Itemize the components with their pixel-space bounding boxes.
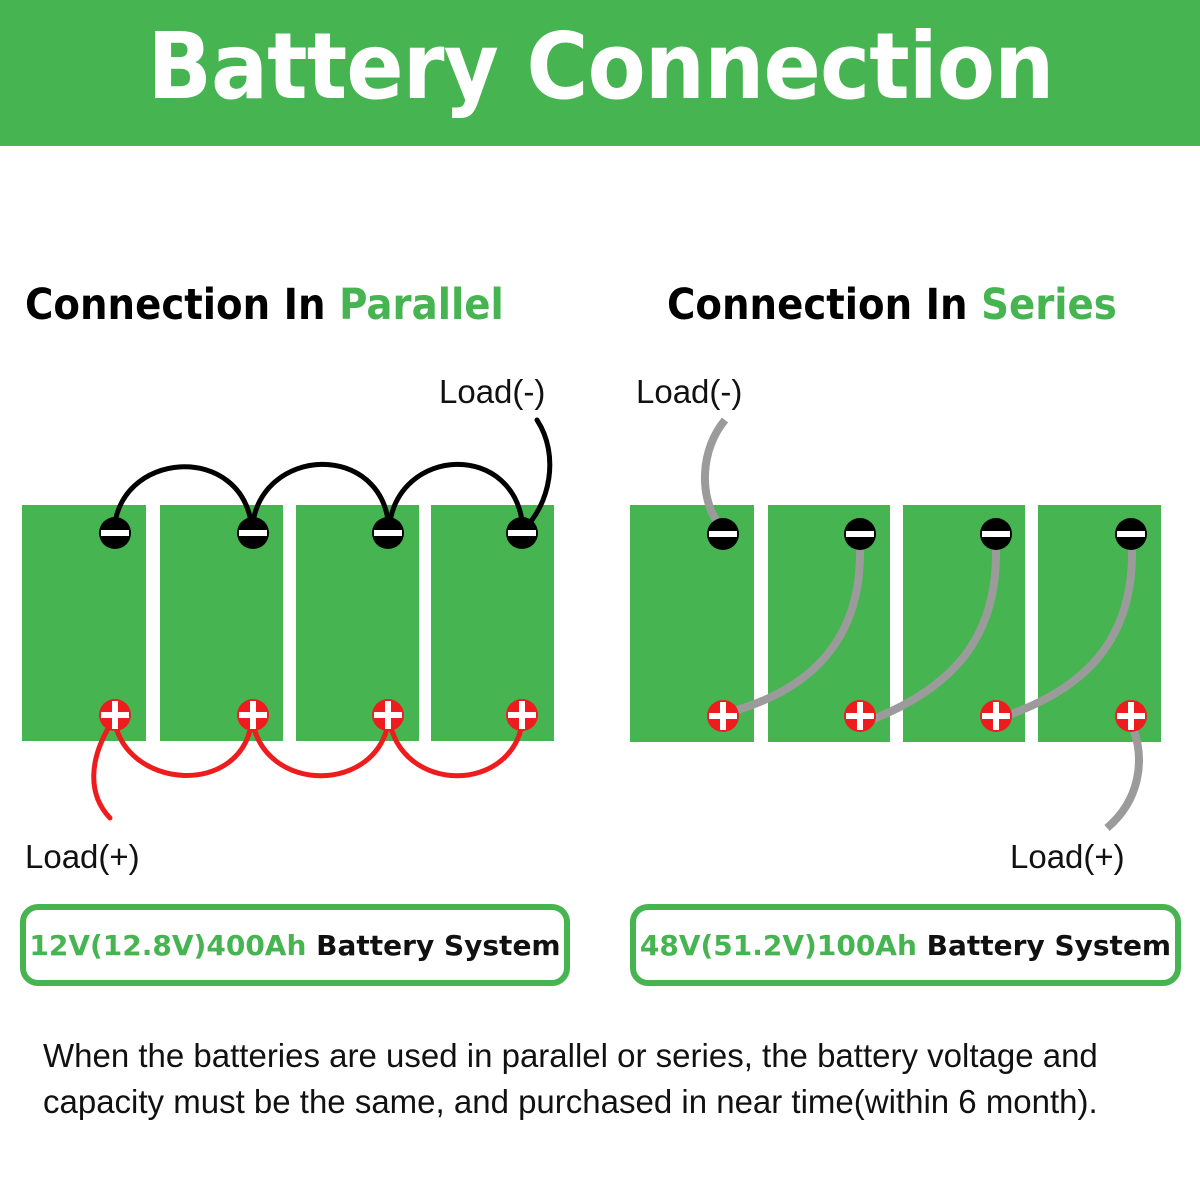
parallel-title-prefix: Connection In: [25, 280, 340, 330]
parallel-load-positive-label: Load(+): [25, 838, 140, 875]
plus-terminal-icon: [707, 700, 739, 732]
plus-terminal-icon: [372, 699, 404, 731]
minus-terminal-icon: [707, 518, 739, 550]
series-title-accent: Series: [981, 280, 1117, 330]
series-system-box: 48V(51.2V)100Ah Battery System: [630, 904, 1181, 986]
parallel-system-name: Battery System: [306, 928, 561, 962]
series-system-spec: 48V(51.2V)100Ah: [639, 928, 917, 962]
usage-note: When the batteries are used in parallel …: [43, 1037, 1098, 1120]
series-load-positive-label: Load(+): [1010, 838, 1125, 875]
parallel-terminals: [99, 517, 538, 731]
parallel-positive-wires: [91, 712, 526, 821]
series-section-title: Connection In Series: [667, 280, 1117, 330]
plus-terminal-icon: [980, 700, 1012, 732]
parallel-section-title: Connection In Parallel: [25, 280, 504, 330]
parallel-title-accent: Parallel: [339, 280, 504, 330]
parallel-diagram: [22, 417, 554, 821]
series-wire-2: [864, 547, 1001, 726]
minus-terminal-icon: [1115, 518, 1147, 550]
minus-terminal-icon: [99, 517, 131, 549]
parallel-neg-wire-1: [111, 464, 255, 538]
minus-terminal-icon: [372, 517, 404, 549]
parallel-load-pos-wire: [91, 719, 115, 821]
plus-terminal-icon: [237, 699, 269, 731]
minus-terminal-icon: [980, 518, 1012, 550]
series-title-prefix: Connection In: [667, 280, 982, 330]
page-title: Battery Connection: [146, 13, 1054, 120]
series-system-name: Battery System: [916, 928, 1172, 962]
parallel-pos-wire-3: [386, 715, 526, 779]
minus-terminal-icon: [844, 518, 876, 550]
plus-terminal-icon: [506, 699, 538, 731]
plus-terminal-icon: [844, 700, 876, 732]
series-wires: [700, 417, 1143, 832]
minus-terminal-icon: [506, 517, 538, 549]
parallel-pos-wire-2: [249, 715, 392, 779]
plus-terminal-icon: [1115, 700, 1147, 732]
parallel-load-negative-label: Load(-): [439, 373, 546, 410]
series-terminals: [707, 518, 1147, 732]
title-banner: Battery Connection: [0, 0, 1200, 146]
parallel-battery-4: [431, 505, 554, 741]
parallel-neg-wire-3: [386, 461, 526, 533]
series-wire-3: [998, 547, 1137, 722]
parallel-pos-wire-1: [111, 712, 255, 778]
series-load-neg-wire: [700, 417, 729, 523]
series-load-pos-wire: [1104, 726, 1143, 832]
series-wire-1: [728, 547, 865, 716]
series-diagram: [630, 417, 1161, 832]
parallel-system-box: 12V(12.8V)400Ah Battery System: [20, 904, 570, 986]
parallel-neg-wire-2: [249, 461, 392, 533]
parallel-system-spec: 12V(12.8V)400Ah: [29, 928, 307, 962]
plus-terminal-icon: [99, 699, 131, 731]
minus-terminal-icon: [237, 517, 269, 549]
series-load-negative-label: Load(-): [636, 373, 743, 410]
